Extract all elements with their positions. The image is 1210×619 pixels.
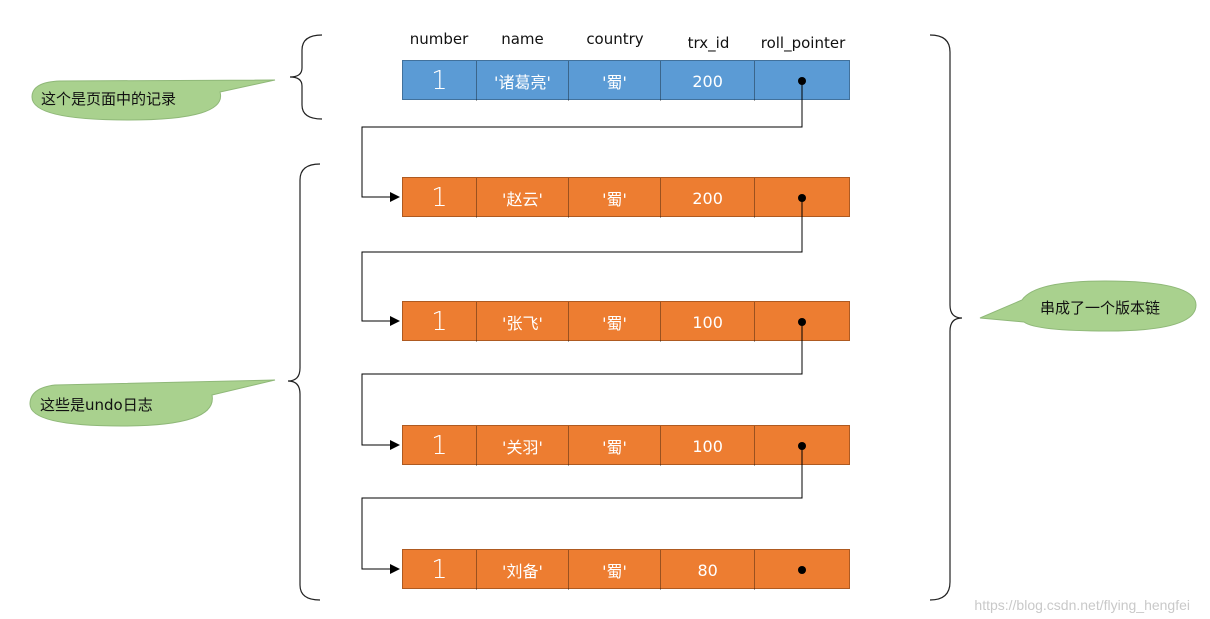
record-name: '张飞' (477, 302, 570, 342)
pointer-dot (798, 442, 807, 450)
record-trx-id: 100 (661, 426, 756, 466)
current-record-row: 1 '诸葛亮' '蜀' 200 (402, 60, 850, 101)
record-country: '蜀' (569, 178, 661, 218)
callout-bubble-undo-log (29, 379, 276, 427)
callout-page-record: 这个是页面中的记录 (41, 90, 177, 108)
callout-bubble-page-record (31, 79, 276, 121)
brace-version-chain (929, 34, 963, 601)
record-name: '赵云' (477, 178, 570, 218)
undo-record-row: 1 '关羽' '蜀' 100 (402, 425, 850, 466)
record-number: 1 (403, 426, 477, 466)
record-country: '蜀' (569, 426, 661, 466)
callout-version-chain: 串成了一个版本链 (1040, 299, 1161, 317)
record-name: '关羽' (477, 426, 570, 466)
pointer-dot (798, 194, 807, 202)
record-roll-pointer (755, 302, 849, 342)
callout-undo-log: 这些是undo日志 (40, 396, 153, 414)
record-trx-id: 200 (661, 178, 756, 218)
brace-page-record (289, 34, 323, 120)
record-trx-id: 100 (661, 302, 756, 342)
record-number: 1 (403, 302, 477, 342)
header-country: country (586, 30, 644, 48)
undo-record-row: 1 '刘备' '蜀' 80 (402, 549, 850, 590)
header-number: number (409, 30, 469, 48)
pointer-connector (361, 200, 803, 326)
record-trx-id: 200 (661, 61, 756, 101)
record-roll-pointer (755, 178, 849, 218)
record-name: '刘备' (477, 550, 570, 590)
record-country: '蜀' (569, 61, 661, 101)
record-name: '诸葛亮' (477, 61, 570, 101)
header-name: name (501, 30, 544, 48)
record-country: '蜀' (569, 550, 661, 590)
header-roll-pointer: roll_pointer (760, 34, 846, 52)
watermark: https://blog.csdn.net/flying_hengfei (974, 597, 1190, 613)
undo-record-row: 1 '张飞' '蜀' 100 (402, 301, 850, 342)
record-country: '蜀' (569, 302, 661, 342)
record-number: 1 (403, 61, 477, 101)
record-roll-pointer (755, 61, 849, 101)
pointer-dot (798, 77, 807, 85)
pointer-connector (361, 448, 803, 574)
pointer-connector (361, 83, 803, 202)
record-number: 1 (403, 550, 477, 590)
pointer-dot (798, 566, 807, 574)
undo-record-row: 1 '赵云' '蜀' 200 (402, 177, 850, 218)
pointer-dot (798, 318, 807, 326)
record-number: 1 (403, 178, 477, 218)
record-roll-pointer (755, 550, 849, 590)
record-roll-pointer (755, 426, 849, 466)
record-trx-id: 80 (661, 550, 756, 590)
callout-bubble-version-chain (979, 280, 1197, 332)
header-trx-id: trx_id (687, 34, 730, 52)
pointer-connector (361, 324, 803, 450)
brace-undo-log (287, 163, 321, 601)
